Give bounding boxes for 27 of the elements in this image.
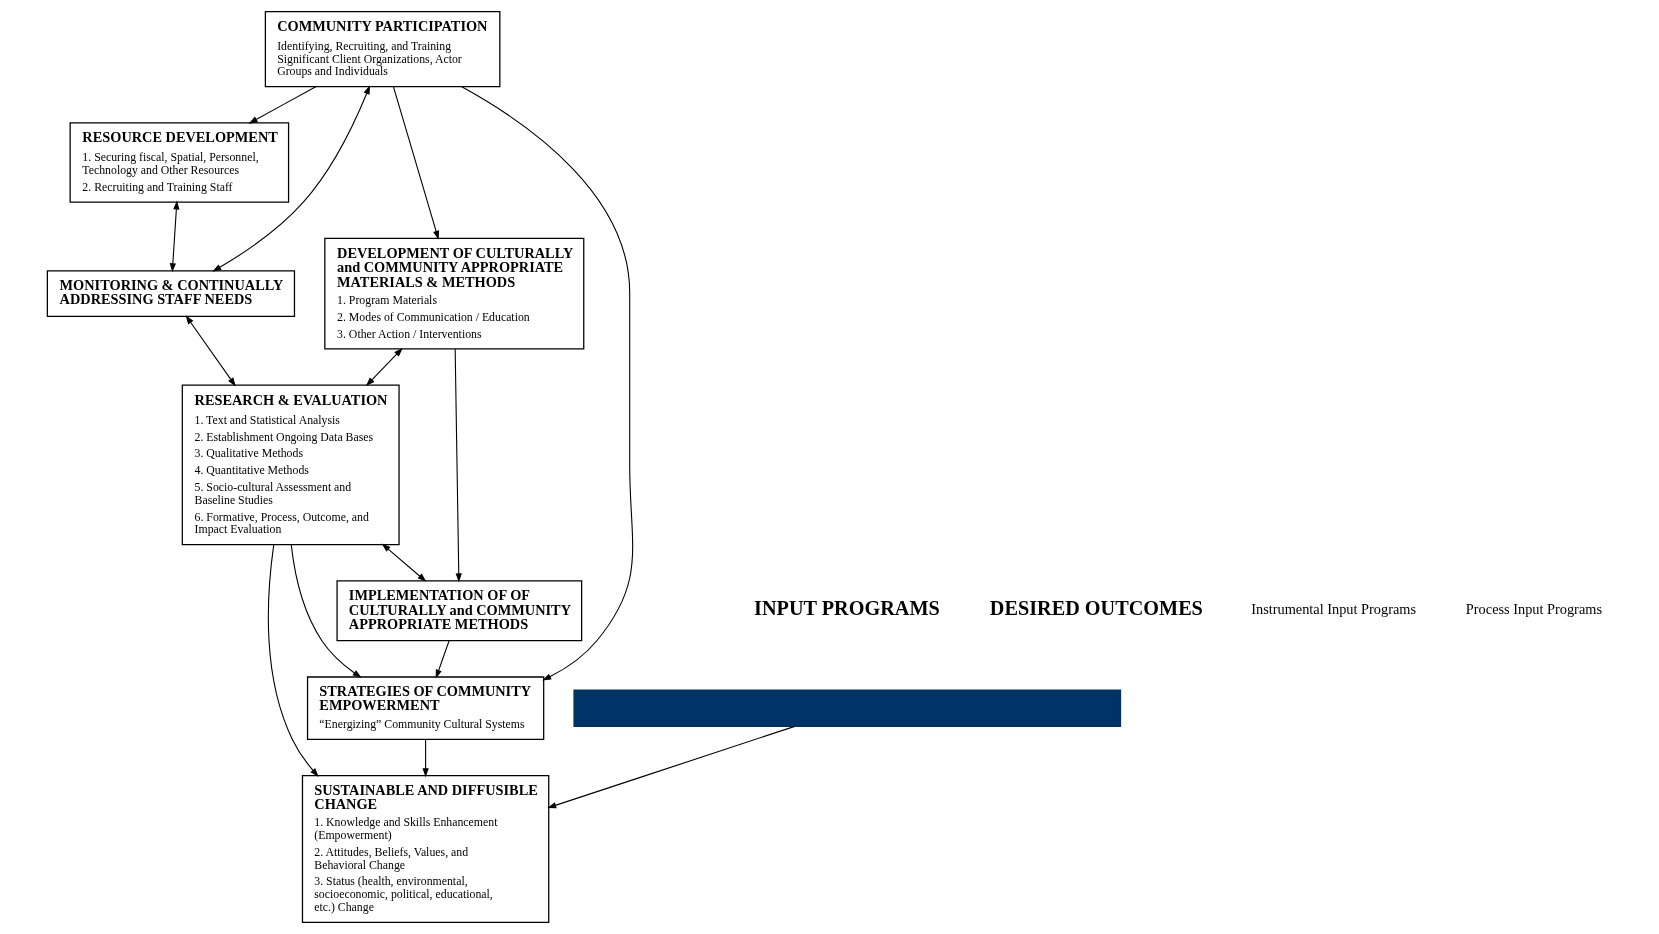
- arrow: [421, 739, 429, 778]
- arrow: [454, 348, 462, 583]
- node-box: MONITORING & CONTINUALLY ADDRESSING STAFF NEEDS: [46, 270, 295, 318]
- node-box: IMPLEMENTATION OF OF CULTURALLY and COMMUNITY APPROPRIATE METHODS: [335, 580, 582, 642]
- arrow: [267, 544, 319, 777]
- arrow: [546, 725, 795, 809]
- label: INPUT PROGRAMS: [753, 597, 940, 620]
- node-box: STRATEGIES OF COMMUNITY EMPOWERMENT “Energizing” Community Cultural Systems: [306, 676, 544, 741]
- node-box: SUSTAINABLE AND DIFFUSIBLE CHANGE 1. Knowledge and Skills Enhancement (Empowerment) 2. Attitudes, Beliefs, Values, and Behavioral Change 3. Status (health, environmental, socioeconomic, political, educational, etc.) Change: [301, 775, 549, 924]
- arrow: [392, 86, 439, 240]
- arrow: [169, 200, 179, 273]
- arrow: [248, 86, 316, 124]
- label: Instrumental Input Programs: [1250, 601, 1416, 618]
- arrow: [381, 543, 426, 582]
- label: DESIRED OUTCOMES: [989, 597, 1203, 620]
- arrow: [435, 640, 450, 679]
- node-box: DEVELOPMENT OF CULTURALLY and COMMUNITY APPROPRIATE MATERIALS & METHODS 1. Program Materials 2. Modes of Communication / Education 3. Other Action / Interventions: [323, 237, 584, 350]
- arrow: [211, 85, 370, 272]
- arrow: [365, 347, 403, 387]
- label: Process Input Programs: [1465, 601, 1602, 618]
- node-box: COMMUNITY PARTICIPATION Identifying, Recruiting, and Training Significant Client Organizations, Actor Groups and Individuals: [264, 10, 500, 88]
- node-box: RESOURCE DEVELOPMENT 1. Securing fiscal, Spatial, Personnel, Technology and Other Resources 2. Recruiting and Training Staff: [69, 122, 289, 203]
- node-box: RESEARCH & EVALUATION 1. Text and Statistical Analysis 2. Establishment Ongoing Data Bases 3. Qualitative Methods 4. Quantitative Methods 5. Socio-cultural Assessment and Baseline Studies 6. Formative, Process, Outcome, and Impact Evaluation: [181, 384, 400, 546]
- arrow: [290, 544, 362, 678]
- node-bar: [572, 689, 1121, 727]
- arrow: [460, 86, 633, 681]
- arrow: [185, 315, 236, 387]
